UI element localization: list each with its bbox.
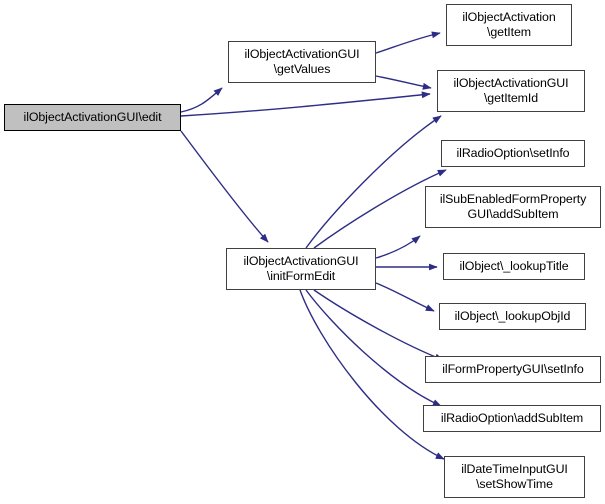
graph-node-label: ilFormPropertyGUI\setInfo bbox=[442, 362, 584, 376]
graph-node-lookupObjId[interactable]: ilObject\_lookupObjId bbox=[439, 303, 586, 330]
graph-node-initFormEdit[interactable]: ilObjectActivationGUI \initFormEdit bbox=[226, 248, 376, 290]
graph-node-label: ilObjectActivationGUI\edit bbox=[23, 110, 162, 124]
graph-node-label: ilObjectActivation \getItem bbox=[462, 10, 556, 39]
graph-node-addSubItemSub[interactable]: ilSubEnabledFormProperty GUI\addSubItem bbox=[425, 186, 601, 228]
graph-edge-edit-to-getValues bbox=[180, 87, 223, 113]
graph-edge-getValues-to-getItemId bbox=[375, 75, 432, 90]
graph-node-setInfoRadio[interactable]: ilRadioOption\setInfo bbox=[441, 140, 585, 167]
graph-edge-initFormEdit-to-lookupObjId bbox=[375, 282, 435, 312]
edge-group bbox=[180, 31, 447, 460]
graph-node-label: ilObjectActivationGUI \getValues bbox=[244, 47, 360, 76]
graph-node-getValues[interactable]: ilObjectActivationGUI \getValues bbox=[228, 41, 376, 83]
graph-node-label: ilObjectActivationGUI \initFormEdit bbox=[243, 254, 359, 283]
graph-node-setShowTime[interactable]: ilDateTimeInputGUI \setShowTime bbox=[444, 456, 585, 498]
graph-node-lookupTitle[interactable]: ilObject\_lookupTitle bbox=[443, 253, 585, 280]
graph-node-label: ilRadioOption\setInfo bbox=[456, 146, 570, 160]
graph-node-label: ilRadioOption\addSubItem bbox=[440, 411, 584, 425]
graph-node-label: ilObjectActivationGUI \getItemId bbox=[453, 76, 569, 105]
graph-node-getItemId[interactable]: ilObjectActivationGUI \getItemId bbox=[437, 70, 585, 112]
graph-edge-initFormEdit-to-setInfoForm bbox=[313, 289, 444, 361]
graph-node-edit[interactable]: ilObjectActivationGUI\edit bbox=[4, 104, 181, 131]
graph-edge-initFormEdit-to-setShowTime bbox=[299, 289, 445, 460]
graph-edge-initFormEdit-to-getItemId bbox=[305, 115, 442, 249]
graph-edge-initFormEdit-to-addSubItemRadio bbox=[305, 289, 442, 407]
graph-edge-getValues-to-getItem bbox=[375, 31, 441, 54]
graph-edge-edit-to-getItemId bbox=[180, 91, 431, 117]
graph-node-label: ilObject\_lookupObjId bbox=[454, 309, 571, 323]
graph-node-label: ilDateTimeInputGUI \setShowTime bbox=[461, 462, 568, 491]
graph-edge-initFormEdit-to-addSubItemSub bbox=[375, 235, 421, 259]
graph-node-setInfoForm[interactable]: ilFormPropertyGUI\setInfo bbox=[425, 356, 601, 383]
graph-node-addSubItemRadio[interactable]: ilRadioOption\addSubItem bbox=[423, 405, 601, 432]
graph-node-label: ilSubEnabledFormProperty GUI\addSubItem bbox=[439, 192, 587, 221]
graph-node-label: ilObject\_lookupTitle bbox=[459, 259, 569, 273]
graph-edge-edit-to-initFormEdit bbox=[180, 130, 269, 243]
graph-node-getItem[interactable]: ilObjectActivation \getItem bbox=[446, 4, 572, 46]
